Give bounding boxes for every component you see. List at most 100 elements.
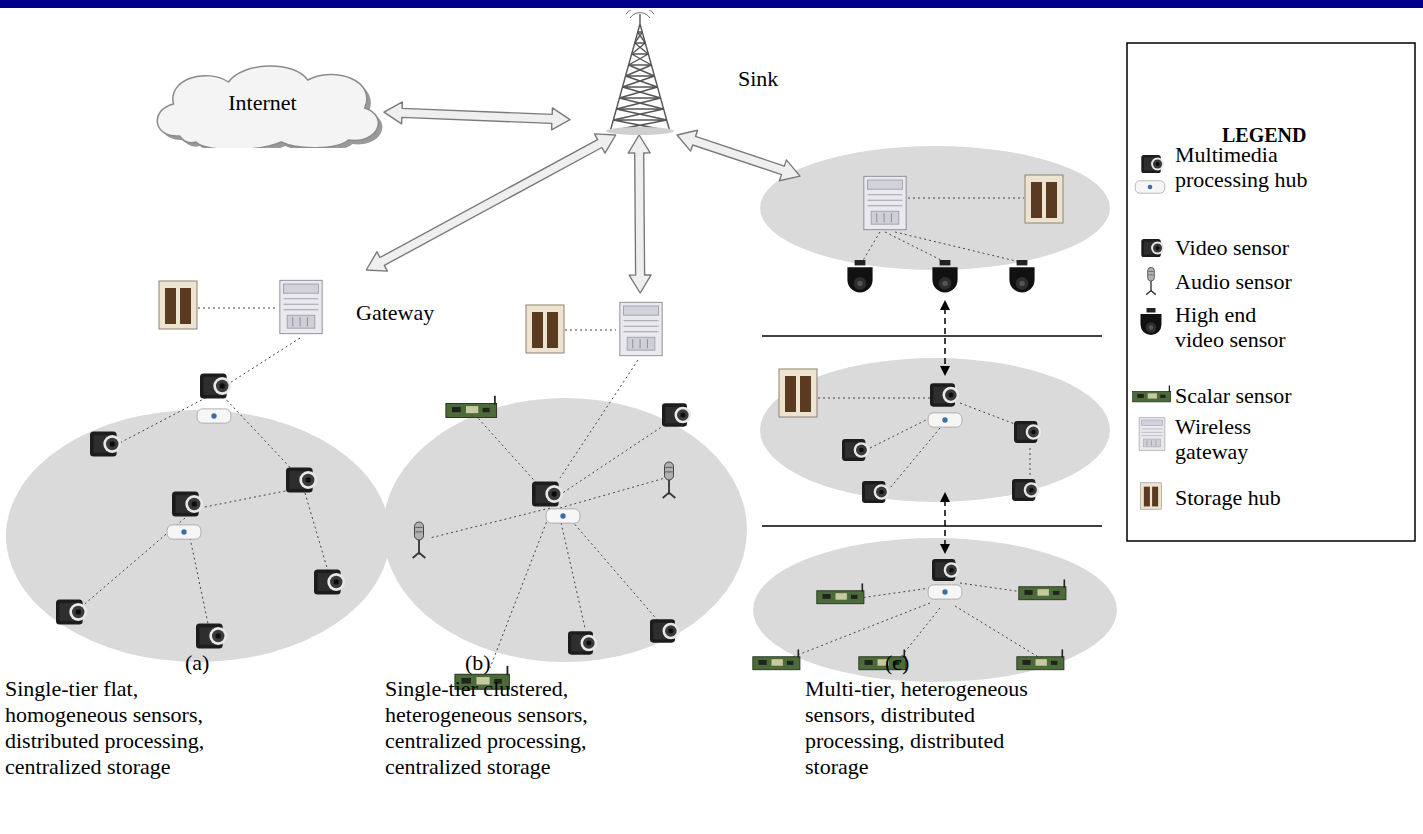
drawing-part: [6, 410, 390, 662]
drawing-part: [940, 300, 950, 310]
drawing-part: [847, 260, 872, 292]
legend-text: Multimedia processing hub: [1175, 142, 1325, 192]
legend-text: High end video sensor: [1175, 302, 1295, 352]
drawing-part: [286, 468, 317, 493]
drawing-part: [762, 525, 1102, 527]
drawing-part: [80, 338, 330, 633]
drawing-part: [890, 428, 940, 488]
drawing-part: [560, 518, 585, 628]
drawing-part: [560, 360, 638, 478]
drawing-part: [760, 358, 1110, 502]
drawing-part: [197, 409, 231, 423]
drawing-part: [635, 32, 646, 43]
signal-waves: [626, 10, 654, 18]
drawing-part: [862, 481, 889, 503]
drawing-part: [1141, 308, 1162, 335]
drawing-part: [817, 583, 864, 603]
node-text: Single-tier flat, homogeneous sensors, d…: [5, 676, 240, 780]
drawing-part: [619, 87, 660, 98]
drawing-part: [1017, 649, 1064, 669]
drawing-part: [56, 600, 87, 625]
drawing-part: [1141, 239, 1164, 257]
drawing-part: [779, 369, 817, 417]
drawing-part: [1139, 418, 1165, 450]
drawing-part: [532, 482, 563, 507]
drawing-part: [413, 522, 426, 558]
drawing-part: [172, 492, 203, 517]
drawing-part: [760, 146, 1110, 270]
drawing-part: [662, 403, 691, 426]
node-text: Multi-tier, heterogeneous sensors, distr…: [805, 676, 1040, 780]
legend-text: Wireless gateway: [1175, 414, 1275, 464]
drawing-part: [928, 585, 962, 599]
drawing-part: [650, 619, 679, 642]
drawing-part: [842, 439, 869, 461]
drawing-part: [1025, 175, 1063, 223]
drawing-part: [818, 398, 1030, 488]
internet-cloud: Internet: [145, 58, 384, 148]
drawing-part: [196, 624, 227, 649]
drawing-part: [870, 418, 930, 448]
drawing-part: [790, 603, 930, 658]
drawing-part: [1030, 448, 1031, 478]
node-text: Internet: [145, 90, 380, 116]
drawing-part: [790, 583, 1040, 658]
double-arrow: [366, 134, 615, 271]
tower-lattice: [610, 14, 670, 132]
drawing-part: [944, 308, 946, 368]
sink-tower: Sink: [570, 8, 800, 135]
drawing-part: [613, 109, 666, 120]
drawing-part: [623, 76, 658, 87]
drawing-part: [860, 588, 930, 598]
drawing-part: [940, 300, 950, 554]
drawing-part: [280, 280, 322, 333]
slide-panel: InternetSinkGateway(a)Single-tier flat, …: [0, 8, 1423, 834]
drawing-part: [90, 432, 121, 457]
drawing-part: [314, 570, 345, 595]
node-text: Single-tier clustered, heterogeneous sen…: [385, 676, 625, 780]
drawing-part: [663, 462, 676, 498]
drawing-part: [908, 198, 1024, 199]
drawing-part: [610, 14, 670, 132]
drawing-part: [222, 338, 300, 388]
drawing-part: [944, 500, 946, 548]
tower-shadow: [606, 127, 674, 135]
drawing-part: [305, 493, 330, 578]
drawing-part: [220, 393, 300, 478]
drawing-part: [955, 606, 1040, 658]
node-text: Sink: [738, 66, 778, 92]
drawing-part: [1141, 483, 1162, 509]
double-arrow: [384, 102, 570, 130]
drawing-part: [928, 413, 962, 427]
drawing-part: [626, 65, 655, 76]
drawing-part: [1146, 267, 1156, 294]
drawing-part: [762, 335, 1102, 337]
drawing-part: [864, 176, 906, 229]
legend-text: Storage hub: [1175, 485, 1281, 510]
drawing-part: [940, 492, 950, 502]
drawing-part: [430, 508, 550, 538]
drawing-part: [629, 54, 652, 65]
drawing-part: [383, 398, 747, 662]
cluster-b: (b)Single-tier clustered, heterogeneous …: [385, 293, 750, 798]
drawing-part: [159, 281, 197, 329]
drawing-part: [1135, 181, 1165, 193]
drawing-part: [895, 232, 1020, 262]
legend-text: Scalar sensor: [1175, 383, 1292, 408]
drawing-part: [932, 260, 957, 292]
tower-icon: [600, 10, 680, 135]
drawing-part: [430, 360, 672, 668]
drawing-part: [167, 525, 201, 539]
drawing-part: [932, 559, 959, 581]
drawing-part: [446, 396, 497, 418]
drawing-part: [944, 308, 946, 548]
drawing-part: [1019, 579, 1066, 599]
caption-tag: (c): [885, 650, 909, 676]
caption-tag: (b): [465, 650, 491, 676]
drawing-part: [490, 513, 550, 668]
drawing-part: [1014, 421, 1041, 443]
drawing-part: [862, 232, 880, 262]
drawing-part: [818, 398, 930, 399]
cluster-c: (c)Multi-tier, heterogeneous sensors, di…: [800, 138, 1110, 798]
drawing-part: [930, 383, 959, 406]
